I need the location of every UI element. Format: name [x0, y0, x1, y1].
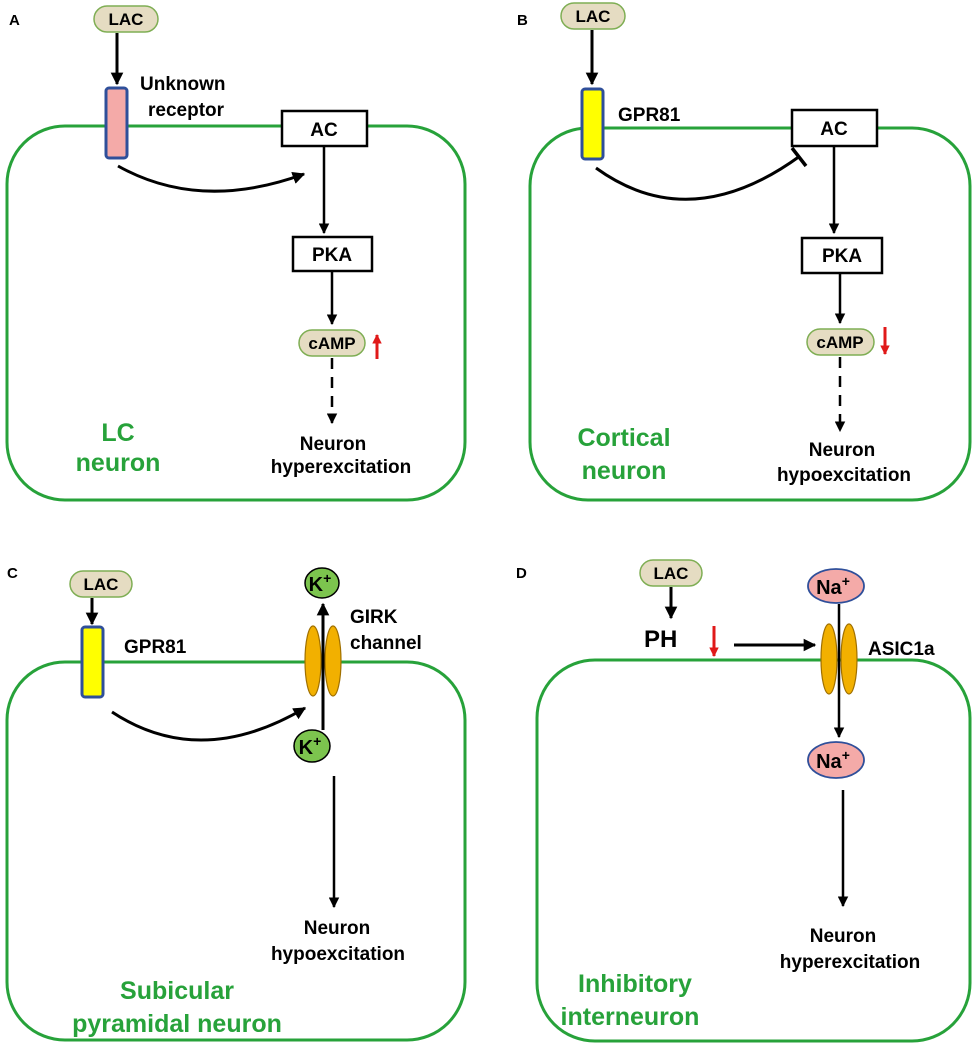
panel-b-outcome-2: hypoexcitation — [777, 465, 911, 486]
panel-c-k-outside-charge: + — [323, 570, 331, 586]
panel-c-receptor-label: GPR81 — [124, 637, 187, 658]
panel-c-cell-label-2: pyramidal neuron — [72, 1010, 282, 1038]
panel-a-outcome-2: hyperexcitation — [271, 457, 411, 478]
panel-c-k-inside-symbol: K — [299, 737, 314, 759]
panel-a-receptor-label-1: Unknown — [140, 74, 226, 95]
panel-a-cell-membrane — [5, 124, 467, 502]
panel-c-k-inside-charge: + — [313, 733, 321, 749]
panel-b-inhibition-curve — [595, 154, 801, 201]
panel-d-na-ion-outside-label: Na+ — [816, 573, 850, 599]
panel-a-ligand-pill: LAC — [93, 5, 159, 33]
panel-c-channel-label-2: channel — [350, 633, 422, 654]
panel-b-ac-box — [790, 108, 879, 148]
panel-d-letter: D — [516, 565, 527, 582]
panel-c-ligand-label: LAC — [84, 575, 119, 594]
panel-d-na-outside-symbol: Na — [816, 577, 842, 599]
panel-d-channel-label: ASIC1a — [868, 639, 935, 660]
panel-d-ph-label: PH — [644, 626, 677, 653]
panel-b-cell-membrane — [528, 126, 972, 502]
panel-b-letter: B — [517, 12, 528, 29]
panel-d-na-ion-inside-label: Na+ — [816, 747, 850, 773]
panel-c-cell-label-1: Subicular — [120, 977, 234, 1005]
panel-a-camp-label: cAMP — [308, 334, 355, 353]
panel-b: B LAC GPR81 AC PKA cAMP Neuron hypoexcit… — [517, 2, 972, 502]
panel-b-pka-box — [800, 236, 884, 275]
panel-d-ligand-pill: LAC — [639, 559, 703, 587]
panel-a-cell-label-1: LC — [101, 419, 134, 447]
panel-a-cell-label-2: neuron — [76, 449, 161, 477]
panel-a-camp-pill — [298, 329, 366, 357]
panel-b-cell-label-1: Cortical — [577, 424, 670, 452]
panel-b-camp-pill — [806, 328, 875, 356]
panel-c-outcome-2: hypoexcitation — [271, 944, 405, 965]
panel-d-ligand-shape — [639, 559, 703, 587]
panel-d-na-ion-outside: Na+ — [807, 568, 865, 604]
panel-a-unknown-receptor — [104, 86, 129, 160]
panel-d-outcome-2: hyperexcitation — [780, 952, 920, 973]
panel-b-pka-label: PKA — [822, 246, 862, 267]
panel-c-channel-subunit-right — [324, 625, 342, 697]
panel-c-cell-membrane — [5, 660, 467, 1042]
panel-c-gpr81-receptor — [80, 625, 105, 699]
panel-b-inhibition-bar — [790, 146, 808, 168]
panel-c-girk-channel — [304, 625, 342, 697]
panel-d-channel-subunit-left — [820, 623, 838, 695]
panel-c-k-ion-inside: K+ — [293, 729, 331, 763]
panel-d-cell-membrane — [535, 658, 972, 1043]
panel-d-na-ion-outside-shape — [807, 568, 865, 604]
panel-c-outcome-1: Neuron — [304, 918, 371, 939]
panel-c-k-ion-inside-shape — [293, 729, 331, 763]
panel-d-na-ion-inside: Na+ — [807, 741, 865, 779]
panel-b-ac-label: AC — [820, 119, 848, 140]
panel-a: A LAC Unknown receptor AC PKA cAMP Neuro… — [5, 5, 467, 502]
panel-d-ligand-label: LAC — [654, 564, 689, 583]
panel-c-k-ion-inside-label: K+ — [299, 733, 322, 759]
panel-b-ligand-pill: LAC — [560, 2, 626, 30]
panel-d-na-inside-charge: + — [842, 747, 850, 763]
panel-b-ligand-label: LAC — [576, 7, 611, 26]
panel-d-na-inside-symbol: Na — [816, 751, 842, 773]
panel-a-ac-label: AC — [310, 120, 338, 141]
panel-b-receptor-label: GPR81 — [618, 105, 681, 126]
panel-a-letter: A — [9, 12, 20, 29]
panel-b-outcome-1: Neuron — [809, 440, 876, 461]
panel-a-ligand-shape — [93, 5, 159, 33]
panel-d-na-outside-charge: + — [842, 573, 850, 589]
panel-a-ligand-label: LAC — [109, 10, 144, 29]
panel-d-asic1a-channel — [820, 623, 858, 695]
panel-c-ligand-shape — [69, 570, 133, 598]
panel-c-k-ion-outside-shape — [304, 567, 340, 599]
panel-c-ligand-pill: LAC — [69, 570, 133, 598]
panel-a-receptor-label-2: receptor — [148, 100, 225, 121]
panel-d-cell-label-1: Inhibitory — [578, 970, 692, 998]
panel-a-pka-box — [291, 235, 374, 273]
panel-c-k-ion-outside-label: K+ — [309, 570, 332, 596]
panel-d-channel-subunit-right — [840, 623, 858, 695]
panel-a-outcome-1: Neuron — [300, 434, 367, 455]
panel-c-letter: C — [7, 565, 18, 582]
panel-d-outcome-1: Neuron — [810, 926, 877, 947]
panel-a-pka-label: PKA — [312, 245, 352, 266]
panel-b-camp-label: cAMP — [816, 333, 863, 352]
panel-b-gpr81-receptor — [580, 87, 605, 161]
panel-d: D LAC PH ASIC1a Na+ Na+ Neuron hyperexci… — [516, 559, 972, 1043]
panel-a-activation-arrow — [117, 164, 306, 193]
panel-b-ligand-shape — [560, 2, 626, 30]
panel-c-activation-arrow — [111, 706, 307, 742]
panel-d-cell-label-2: interneuron — [561, 1003, 700, 1031]
panel-b-cell-label-2: neuron — [582, 457, 667, 485]
panel-c-channel-label-1: GIRK — [350, 607, 398, 628]
panel-c-k-ion-outside: K+ — [304, 567, 340, 599]
panel-d-na-ion-inside-shape — [807, 741, 865, 779]
panel-c: C LAC GPR81 K+ K+ GIRK channel Neuron hy… — [5, 565, 467, 1042]
panel-a-ac-box — [280, 109, 369, 148]
panel-c-channel-subunit-left — [304, 625, 322, 697]
panel-c-k-outside-symbol: K — [309, 574, 324, 596]
